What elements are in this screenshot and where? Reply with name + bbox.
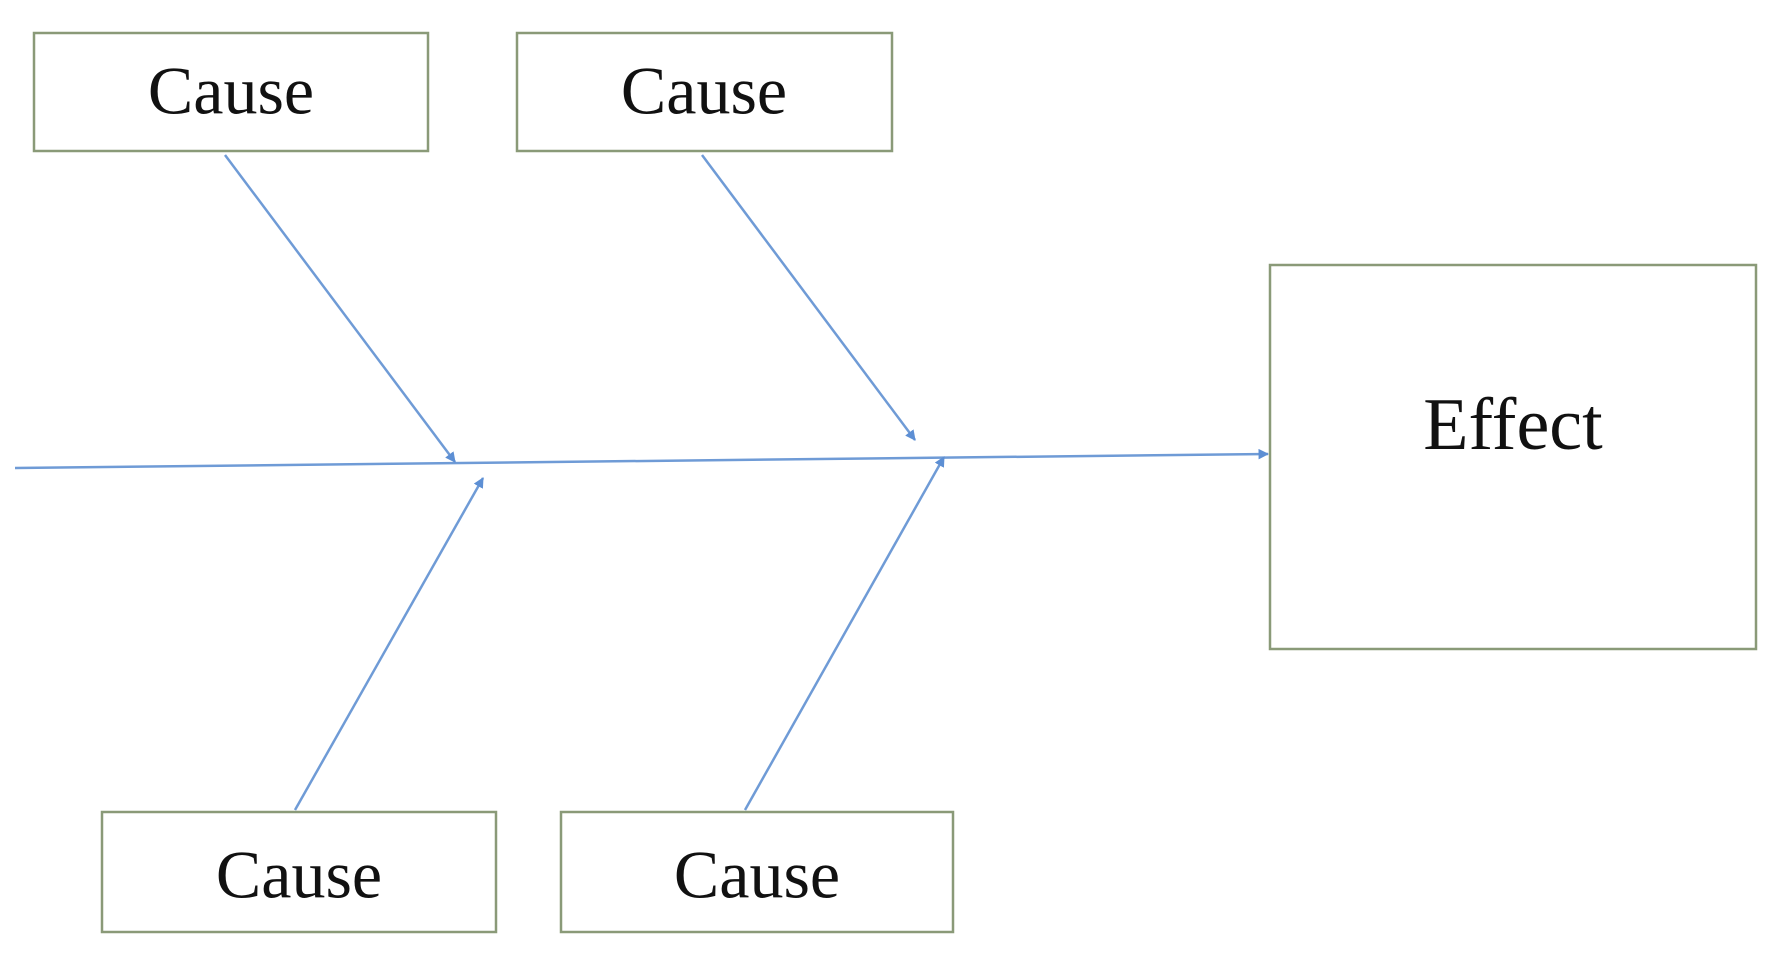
bone-top-right bbox=[700, 154, 917, 441]
cause-label: Cause bbox=[148, 53, 314, 129]
bone-bottom-left bbox=[293, 477, 485, 811]
effect-label: Effect bbox=[1423, 384, 1603, 466]
cause-label: Cause bbox=[621, 53, 787, 129]
cause-box-top-left: Cause bbox=[32, 31, 430, 153]
cause-label: Cause bbox=[216, 837, 382, 913]
cause-box-bottom-left: Cause bbox=[100, 810, 498, 934]
bone-top-left bbox=[223, 154, 457, 463]
cause-label: Cause bbox=[674, 837, 840, 913]
cause-box-top-right: Cause bbox=[515, 31, 894, 153]
bone-bottom-right bbox=[743, 456, 946, 811]
spine-arrow bbox=[14, 448, 1270, 470]
cause-box-bottom-right: Cause bbox=[559, 810, 955, 934]
effect-box: Effect bbox=[1268, 263, 1758, 651]
